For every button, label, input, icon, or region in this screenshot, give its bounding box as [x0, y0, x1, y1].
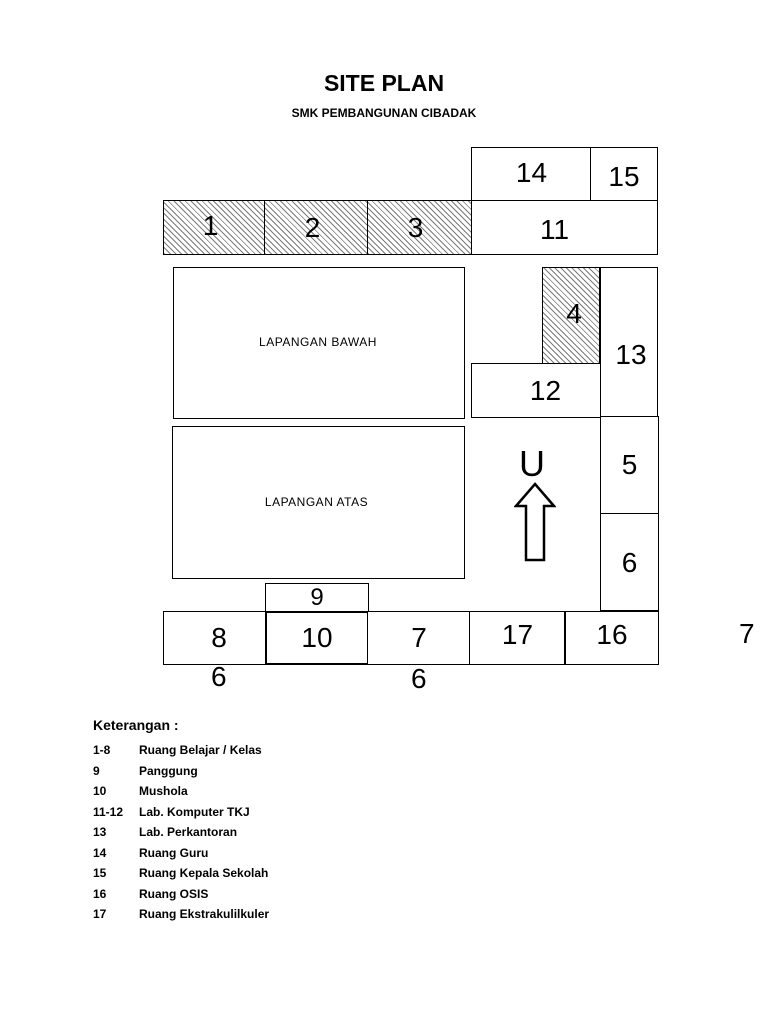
room-17-label: 17 — [501, 619, 534, 650]
room-17: 17 — [469, 611, 566, 665]
legend-code: 10 — [93, 784, 107, 799]
room-7: 7 — [367, 611, 471, 665]
room-1-label: 1 — [202, 209, 219, 241]
room-13: 13 — [600, 267, 658, 418]
room-4-label: 4 — [566, 298, 582, 329]
room-9: 9 — [265, 583, 369, 613]
room-8: 8 — [163, 611, 267, 665]
room-11-label: 11 — [539, 213, 570, 245]
legend-code: 13 — [93, 825, 107, 840]
legend-item: 15 Ruang Kepala Sekolah — [93, 863, 269, 884]
field-upper-label: LAPANGAN ATAS — [264, 494, 369, 509]
room-11: 11 — [471, 200, 658, 255]
legend-item: 17 Ruang Ekstrakulilkuler — [93, 904, 269, 925]
room-12: 12 — [471, 363, 602, 418]
room-13-label: 13 — [615, 338, 647, 370]
room-8-label: 8 — [211, 622, 227, 653]
legend-code: 17 — [93, 907, 107, 922]
room-16: 16 — [564, 611, 659, 665]
room-2: 2 — [264, 200, 369, 255]
legend: 1-8 Ruang Belajar / Kelas 9 Panggung 10 … — [93, 740, 269, 925]
page-subtitle: SMK PEMBANGUNAN CIBADAK — [291, 106, 477, 120]
room-7-label: 7 — [411, 622, 427, 653]
room-5-label: 5 — [621, 448, 638, 480]
legend-code: 1-8 — [93, 743, 111, 758]
room-16-label: 16 — [596, 619, 628, 650]
room-10: 10 — [265, 611, 369, 665]
stray-label-right: 7 — [739, 618, 755, 649]
room-15-label: 15 — [608, 160, 640, 192]
legend-item: 13 Lab. Perkantoran — [93, 822, 269, 843]
legend-code: 9 — [93, 763, 100, 778]
room-3-label: 3 — [407, 211, 424, 243]
north-letter: U — [519, 443, 545, 484]
field-lower-label: LAPANGAN BAWAH — [259, 335, 377, 349]
room-6-label: 6 — [621, 547, 638, 578]
legend-desc: Ruang OSIS — [139, 886, 209, 901]
legend-desc: Ruang Kepala Sekolah — [139, 866, 269, 881]
legend-desc: Ruang Ekstrakulilkuler — [139, 907, 270, 922]
field-upper: LAPANGAN ATAS — [172, 426, 465, 579]
legend-item: 11-12 Lab. Komputer TKJ — [93, 802, 269, 823]
legend-desc: Panggung — [139, 763, 198, 778]
legend-code: 11-12 — [93, 804, 124, 819]
legend-item: 16 Ruang OSIS — [93, 884, 269, 905]
legend-code: 14 — [93, 845, 107, 860]
legend-desc: Lab. Perkantoran — [139, 825, 238, 840]
stray-label-under-8: 6 — [211, 661, 227, 692]
legend-code: 15 — [93, 866, 107, 881]
room-9-label: 9 — [310, 584, 324, 611]
legend-item: 10 Mushola — [93, 781, 269, 802]
room-15: 15 — [590, 147, 658, 202]
legend-desc: Ruang Belajar / Kelas — [139, 743, 262, 758]
room-12-label: 12 — [529, 374, 562, 406]
room-10-label: 10 — [301, 622, 333, 653]
room-14-label: 14 — [515, 156, 548, 188]
legend-item: 9 Panggung — [93, 761, 269, 782]
legend-title: Keterangan : — [93, 717, 179, 733]
room-1: 1 — [163, 200, 266, 255]
stray-label-under-7: 6 — [411, 663, 427, 694]
field-lower: LAPANGAN BAWAH — [173, 267, 465, 419]
legend-item: 14 Ruang Guru — [93, 843, 269, 864]
room-2-label: 2 — [304, 211, 321, 243]
north-arrow-icon — [514, 482, 556, 562]
legend-item: 1-8 Ruang Belajar / Kelas — [93, 740, 269, 761]
legend-code: 16 — [93, 886, 107, 901]
room-6: 6 — [600, 513, 659, 611]
room-14: 14 — [471, 147, 592, 202]
legend-desc: Ruang Guru — [139, 845, 209, 860]
room-4: 4 — [542, 267, 600, 365]
room-3: 3 — [367, 200, 472, 255]
legend-desc: Mushola — [139, 784, 188, 799]
legend-desc: Lab. Komputer TKJ — [139, 804, 250, 819]
page-title: SITE PLAN — [323, 70, 445, 96]
room-5: 5 — [600, 416, 659, 515]
